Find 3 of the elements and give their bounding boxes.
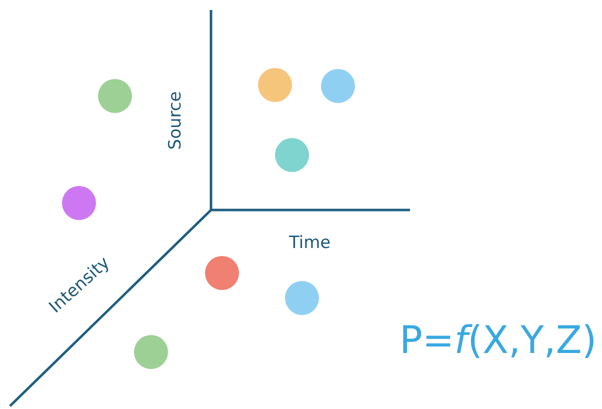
axis-label: Source <box>168 90 185 150</box>
axis-label: Time <box>289 234 331 252</box>
formula-text: P=f(X,Y,Z) <box>400 321 597 359</box>
